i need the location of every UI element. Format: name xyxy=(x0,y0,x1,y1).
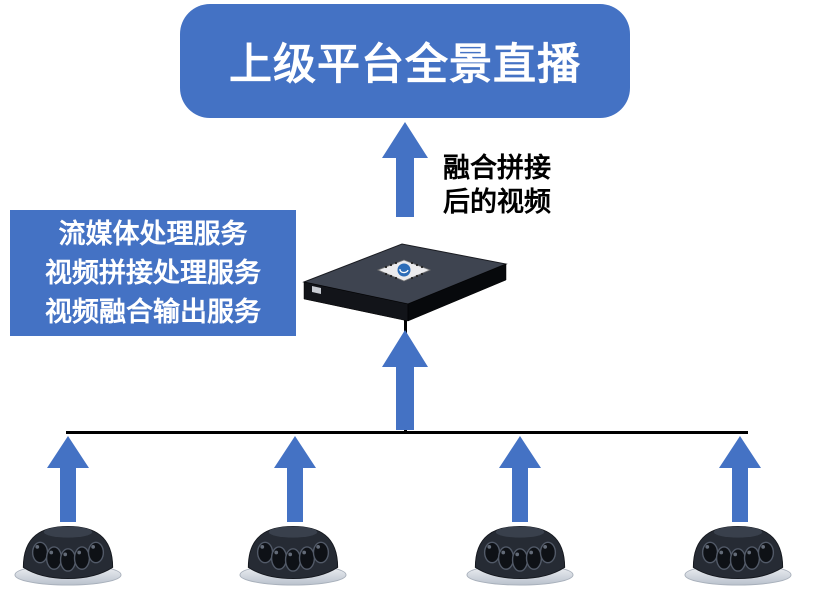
up-arrow-icon xyxy=(47,436,89,522)
service-line-fusion: 视频融合输出服务 xyxy=(45,296,261,328)
top-platform-box: 上级平台全景直播 xyxy=(180,4,630,118)
service-line-streaming: 流媒体处理服务 xyxy=(58,218,248,250)
panoramic-camera-icon xyxy=(14,525,122,586)
top-platform-title: 上级平台全景直播 xyxy=(229,40,581,90)
camera-bus-line xyxy=(66,431,748,434)
media-server-icon xyxy=(302,243,508,322)
up-arrow-icon xyxy=(719,436,761,522)
service-line-stitching: 视频拼接处理服务 xyxy=(45,257,261,289)
flow-annotation-line2: 后的视频 xyxy=(443,187,551,218)
flow-annotation: 融合拼接 后的视频 xyxy=(443,152,551,220)
up-arrow-icon xyxy=(382,122,428,217)
up-arrow-icon xyxy=(382,330,428,430)
panoramic-camera-icon xyxy=(239,525,347,586)
up-arrow-icon xyxy=(499,436,541,522)
panoramic-camera-icon xyxy=(684,525,792,586)
service-box: 流媒体处理服务 视频拼接处理服务 视频融合输出服务 xyxy=(10,210,296,336)
up-arrow-icon xyxy=(274,436,316,522)
flow-annotation-line1: 融合拼接 xyxy=(443,153,551,184)
panoramic-camera-icon xyxy=(466,525,574,586)
